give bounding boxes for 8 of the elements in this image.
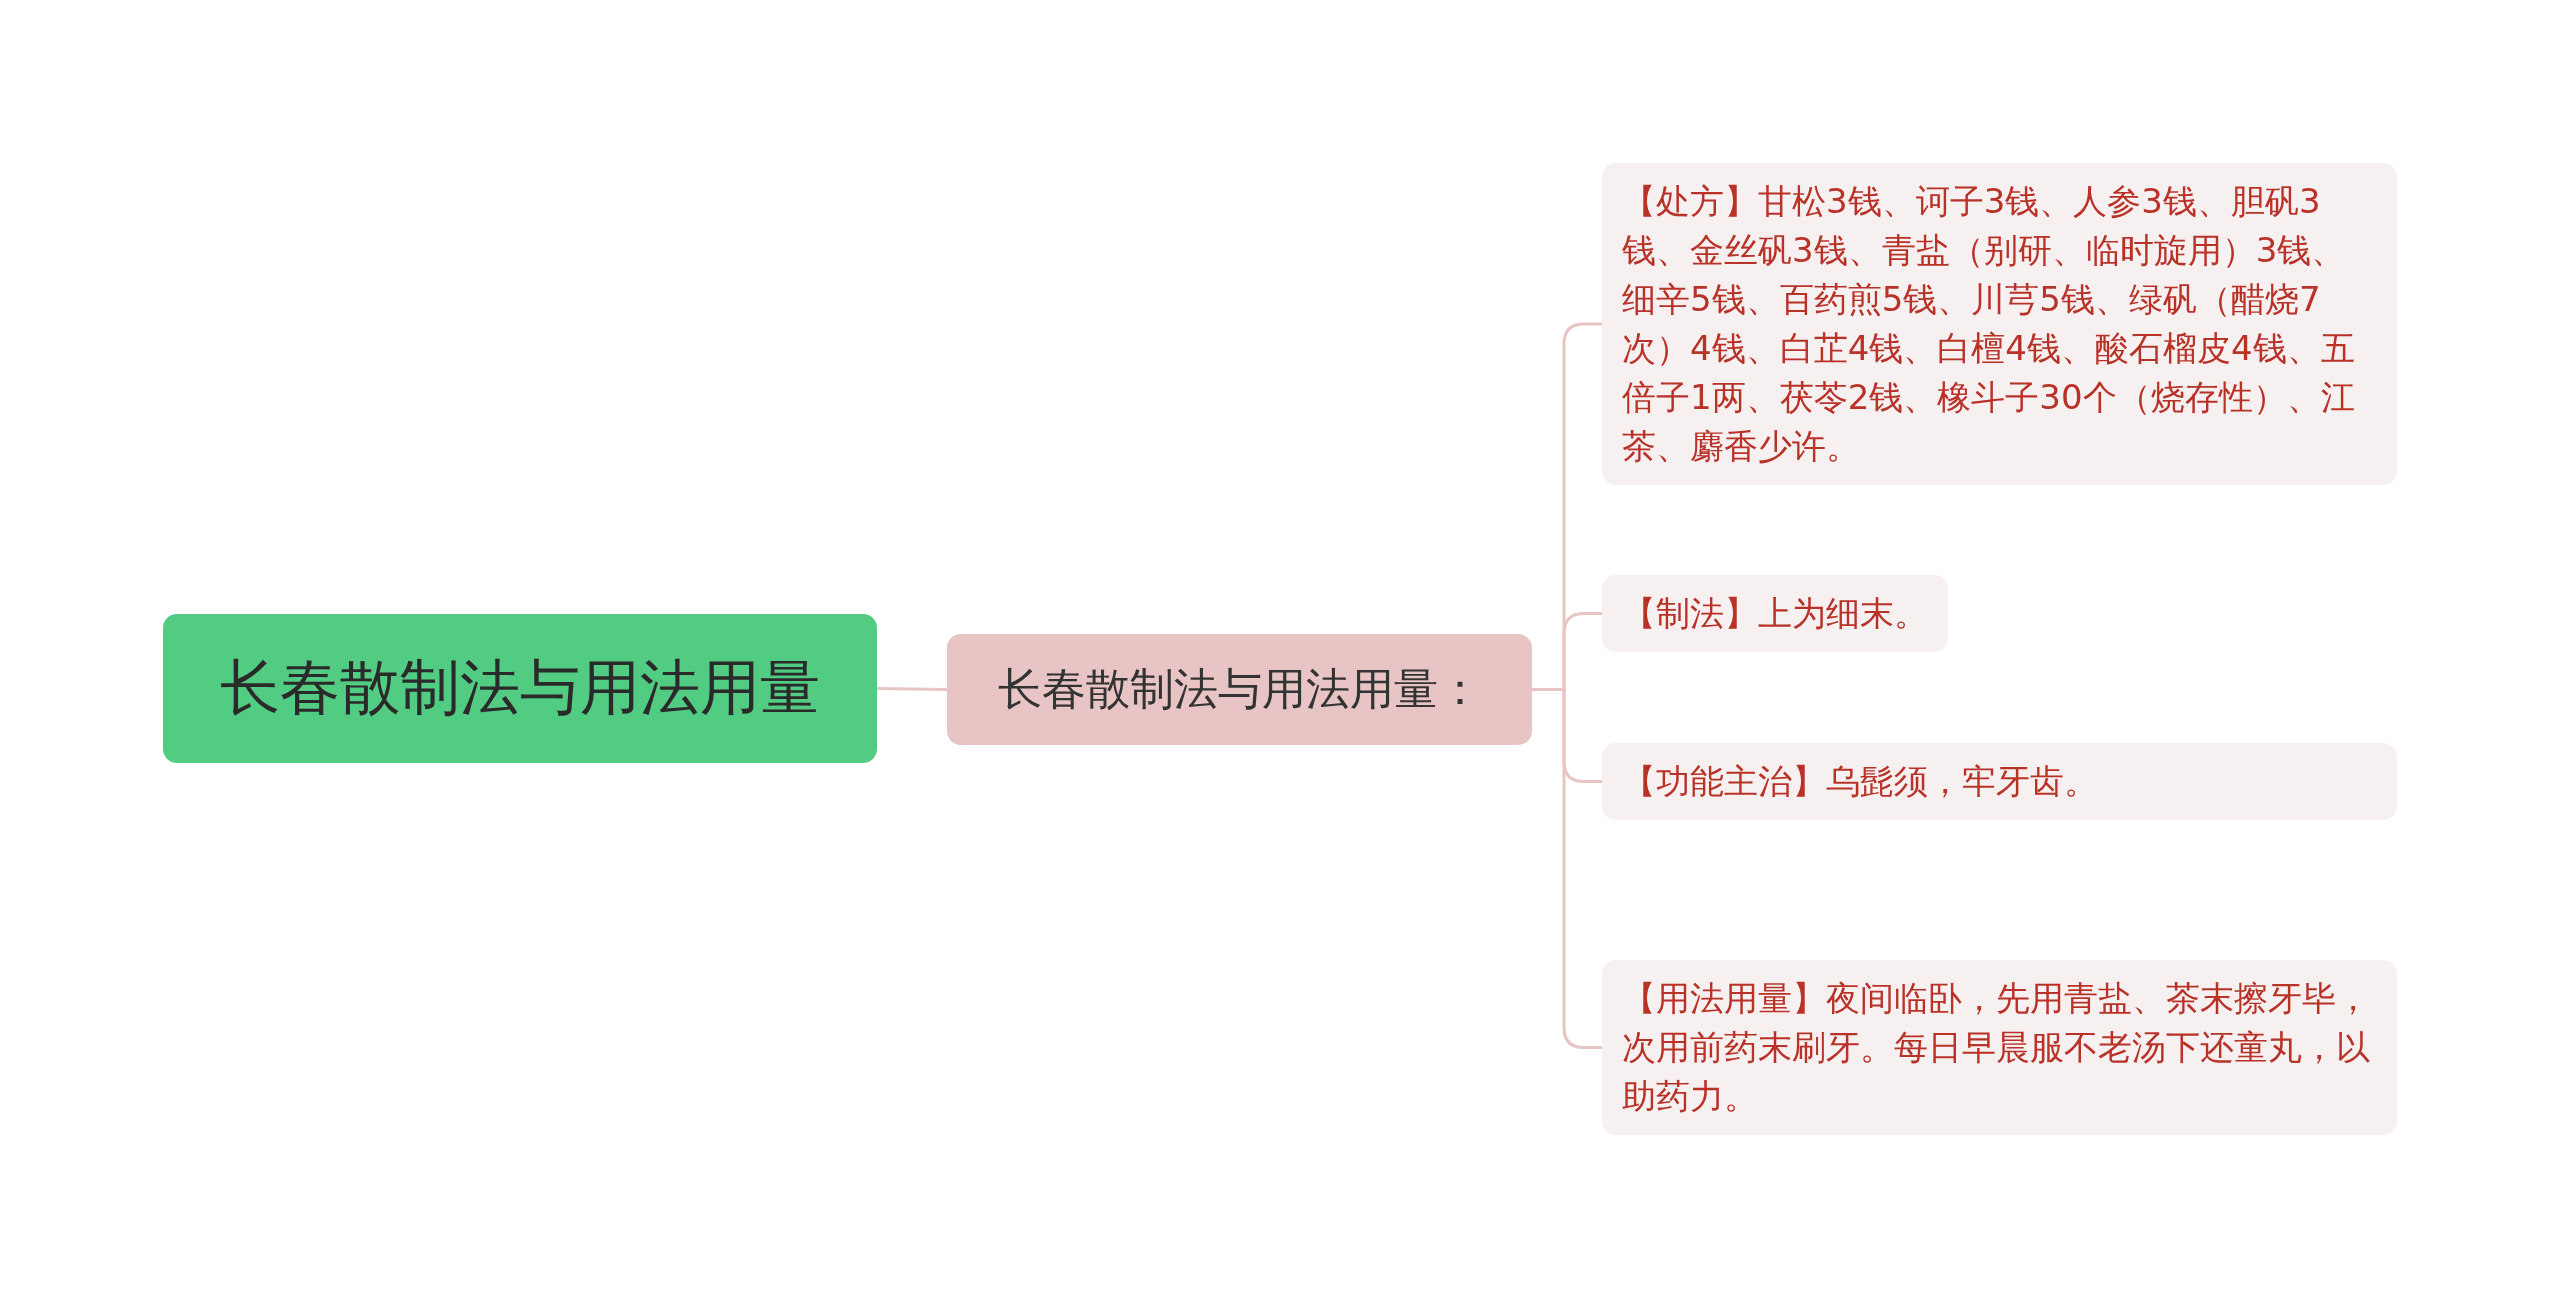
root-topic-box: 长春散制法与用法用量 (163, 614, 877, 763)
detail-box: 【用法用量】夜间临卧，先用青盐、茶末擦牙毕，次用前药末刷牙。每日早晨服不老汤下还童丸，以助药力。 (1602, 960, 2397, 1135)
detail-box: 【功能主治】乌髭须，牢牙齿。 (1602, 743, 2397, 820)
connector-line (876, 687, 948, 691)
detail-box: 【处方】甘松3钱、诃子3钱、人参3钱、胆矾3钱、金丝矾3钱、青盐（别研、临时旋用）3钱、细辛5钱、百药煎5钱、川芎5钱、绿矾（醋烧7次）4钱、白芷4钱、白檀4钱、酸石榴皮4钱、五倍子1两、茯苓2钱、橡斗子30个（烧存性）、江茶、麝香少许。 (1602, 163, 2397, 485)
subtopic-box: 长春散制法与用法用量： (947, 634, 1532, 745)
connector-line (1532, 688, 1602, 1049)
detail-box: 【制法】上为细末。 (1602, 575, 1948, 652)
